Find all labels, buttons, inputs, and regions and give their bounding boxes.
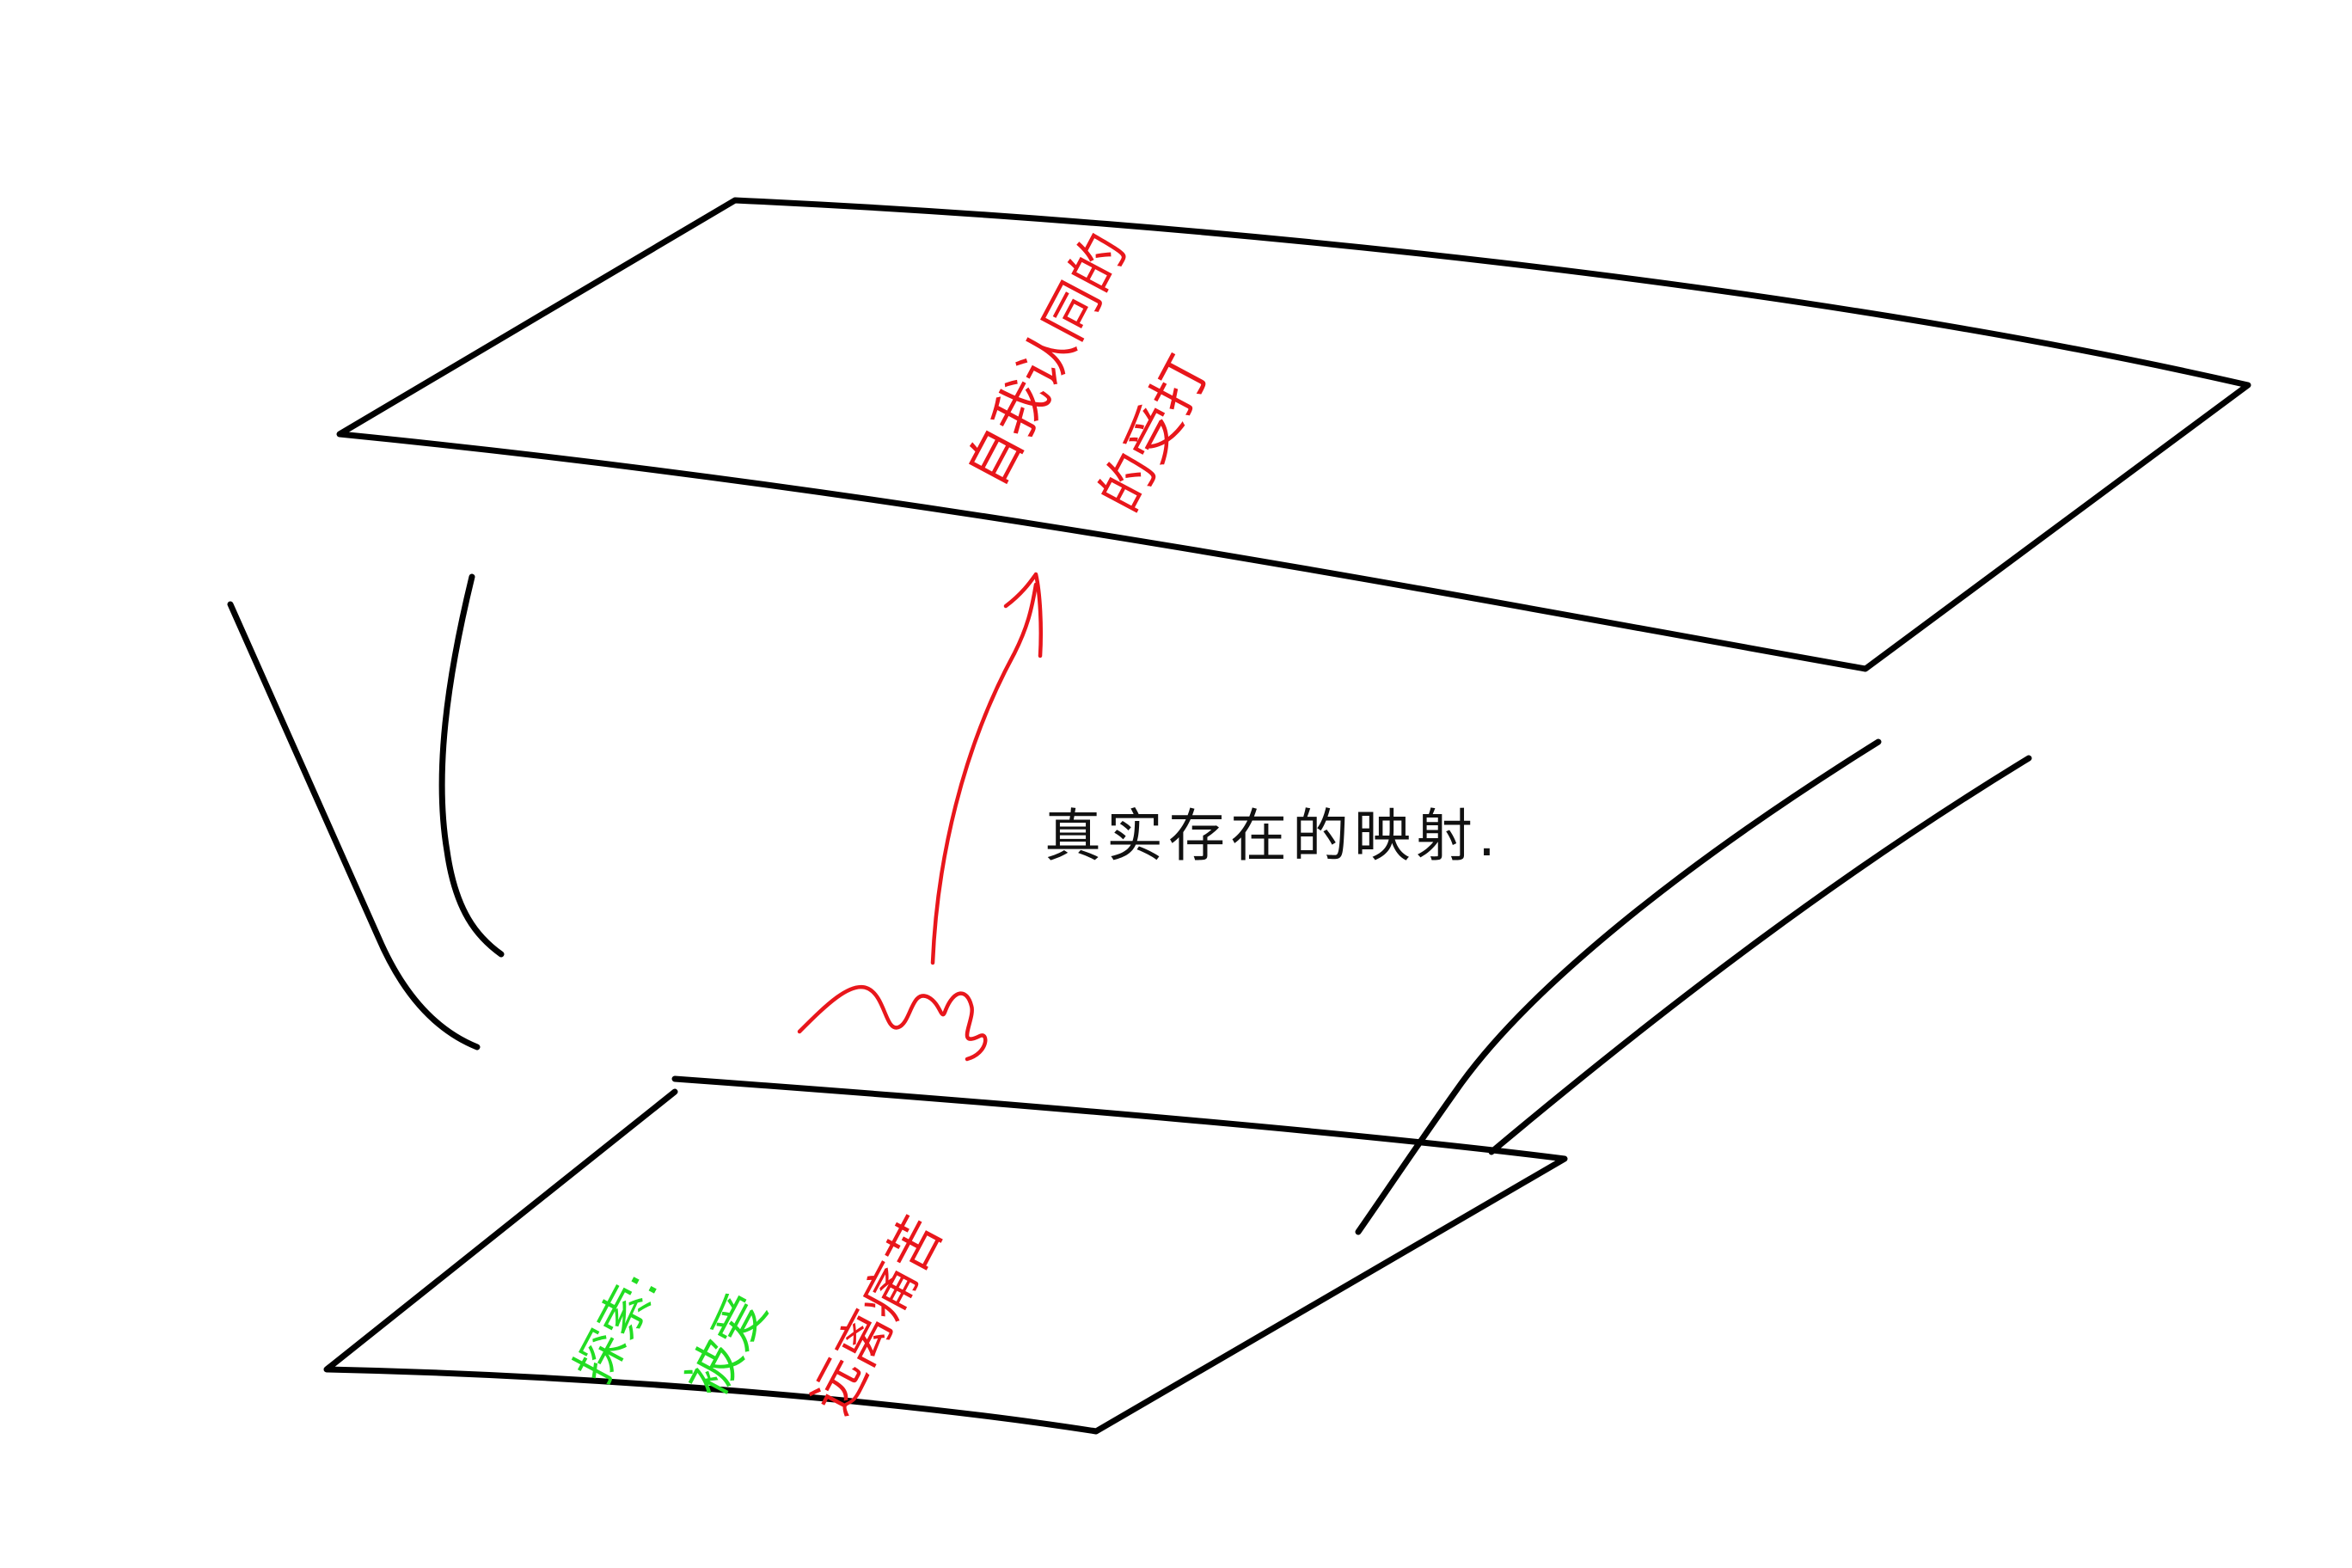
- right-inner-curve: [1488, 755, 2032, 1155]
- arrow-head: [1003, 572, 1043, 658]
- mapping-annotation: 真实存在的映射.: [1044, 803, 1501, 869]
- top-plane-outline: [336, 197, 2251, 672]
- arrow-shaft: [930, 582, 1038, 965]
- left-inner-curve: [438, 573, 505, 958]
- squiggle-line: [797, 984, 988, 1062]
- right-outer-curve: [1355, 738, 1882, 1235]
- bottom-plane-outline: [323, 1075, 1568, 1435]
- left-outer-curve: [227, 601, 481, 1050]
